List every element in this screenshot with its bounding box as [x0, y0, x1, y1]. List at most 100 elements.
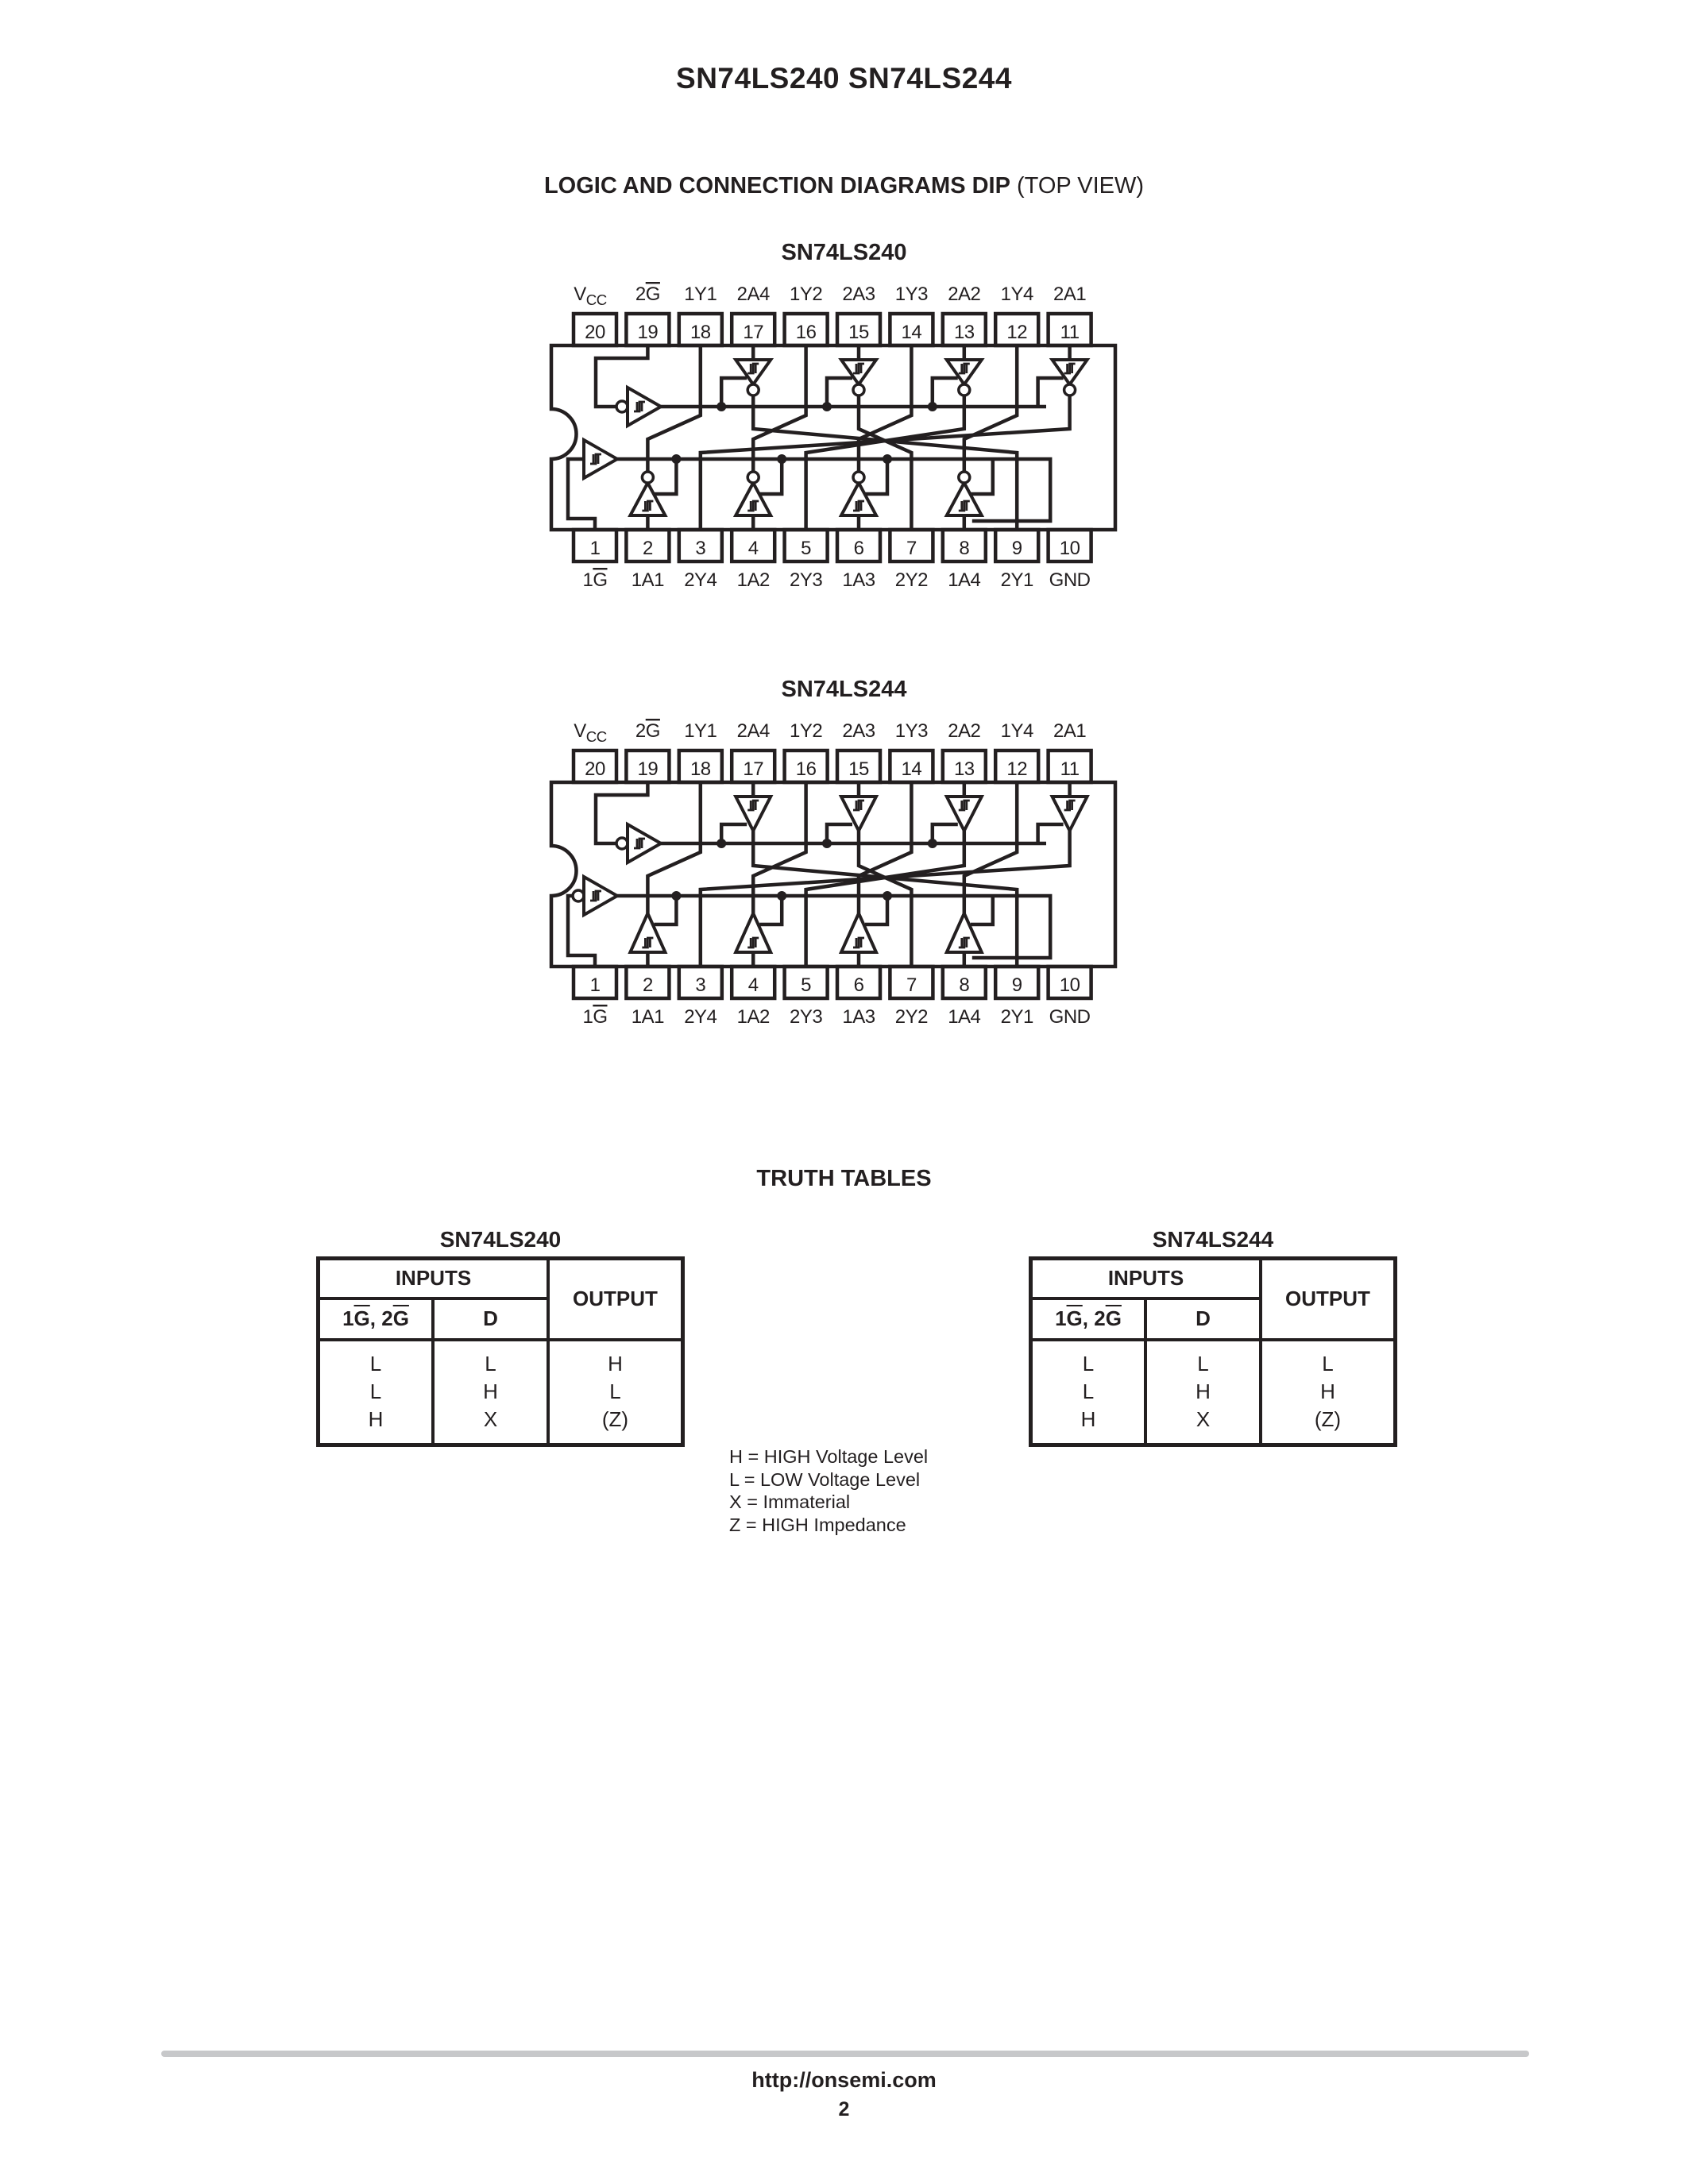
enable-tap [654, 896, 678, 927]
junction-dot [717, 839, 727, 848]
inversion-bubble-icon [615, 836, 629, 851]
buffer-output-wire [751, 782, 808, 913]
pin-number: 20 [585, 758, 605, 780]
junction-dot [822, 402, 832, 411]
lower-buffer-icon [628, 479, 668, 517]
pin-number: 17 [743, 322, 763, 343]
enable1-buffer-icon [582, 874, 621, 918]
enable2-buffer-icon [626, 384, 665, 429]
pin-number: 10 [1060, 974, 1080, 996]
pin-box-1 [571, 527, 619, 564]
pin-number: 13 [954, 322, 975, 343]
pin-number: 7 [906, 538, 917, 559]
truth-table-title-ls244: SN74LS244 [1152, 1227, 1274, 1252]
junction-dot [671, 454, 682, 464]
buffer-output-wire [962, 345, 1019, 472]
pin-label: GND [1049, 569, 1091, 591]
pin-label: 1Y2 [790, 720, 822, 742]
junction-dot [777, 891, 787, 901]
upper-buffer-icon [1049, 795, 1090, 835]
pin-label: 2A4 [737, 720, 770, 742]
enable-tap [654, 459, 678, 496]
pin-number: 8 [959, 974, 969, 996]
pin-number: 15 [848, 322, 869, 343]
truth-tables-title: TRUTH TABLES [756, 1166, 932, 1191]
connection-diagram-ls240: 20VCC192G181Y1172A4161Y2152A3141Y3132A21… [549, 284, 1118, 591]
schmitt-trigger-icon [853, 362, 864, 375]
pin-label: 1A2 [737, 1006, 770, 1028]
pin-box-13 [941, 748, 988, 785]
footer-url-link[interactable]: http://onsemi.com [751, 2068, 937, 2092]
pin-label: 2A2 [948, 720, 980, 742]
schmitt-trigger-icon [590, 453, 601, 465]
ic-body-outline [549, 343, 1118, 532]
data-column-header: D [1144, 1296, 1262, 1341]
pin-box-19 [624, 748, 671, 785]
pin-label: GND [1049, 1006, 1091, 1028]
pin-number: 1 [590, 974, 601, 996]
enable-tap [825, 376, 852, 407]
pin-number: 4 [748, 974, 759, 996]
schmitt-trigger-icon [642, 500, 654, 512]
pin-label: 1Y2 [790, 284, 822, 305]
output-header: OUTPUT [1259, 1256, 1397, 1341]
junction-dot [927, 402, 937, 411]
junction-dot [883, 454, 892, 464]
pin-label: 1Y4 [1001, 284, 1033, 305]
legend-item: X = Immaterial [729, 1491, 851, 1512]
pin-number: 8 [959, 538, 969, 559]
pin-number: 10 [1060, 538, 1080, 559]
pin-box-14 [888, 748, 935, 785]
enable2-wire [593, 782, 650, 846]
junction-dot [927, 839, 937, 848]
pin-box-3 [677, 527, 724, 564]
enable-column-header: 1G, 2G [1029, 1296, 1147, 1341]
inversion-bubble-icon [957, 383, 971, 397]
pin-box-8 [941, 964, 988, 1001]
buffer-output-wire [856, 782, 914, 913]
pin-number: 12 [1006, 322, 1027, 343]
pin-label: 2A2 [948, 284, 980, 305]
pin-label: 1A1 [632, 1006, 664, 1028]
pin-number: 16 [796, 322, 817, 343]
pin-number: 7 [906, 974, 917, 996]
pin-number: 18 [690, 758, 711, 780]
pin-label: 1A3 [842, 569, 875, 591]
pin-label: 1A1 [632, 569, 664, 591]
enable-tap [865, 896, 890, 927]
inputs-header: INPUTS [1029, 1256, 1262, 1300]
pin-box-10 [1046, 527, 1093, 564]
pin-box-3 [677, 964, 724, 1001]
pin-label: 2Y1 [1001, 569, 1033, 591]
pin-label: VCC [574, 720, 607, 745]
pin-number: 2 [643, 538, 653, 559]
pin-number: 20 [585, 322, 605, 343]
inversion-bubble-icon [957, 470, 971, 484]
pin-number: 6 [854, 538, 864, 559]
pin-number: 13 [954, 758, 975, 780]
pin-label: 1A3 [842, 1006, 875, 1028]
pin-box-5 [782, 527, 829, 564]
pin-label: 2Y3 [790, 569, 822, 591]
pin-box-5 [782, 964, 829, 1001]
pin-number: 19 [638, 322, 659, 343]
pin-number: 15 [848, 758, 869, 780]
pin-label: 1A4 [948, 1006, 980, 1028]
enable1-rail [617, 457, 1053, 523]
legend-item: L = LOW Voltage Level [729, 1468, 921, 1490]
pin-label: 2A1 [1053, 284, 1086, 305]
schmitt-trigger-icon [958, 799, 970, 812]
ic-body-outline [549, 780, 1118, 969]
enable-tap [759, 459, 784, 496]
pin-box-20 [571, 748, 619, 785]
enable-tap [759, 896, 784, 927]
enable-tap [865, 459, 890, 496]
pin-number: 6 [854, 974, 864, 996]
buffer-output-wire [698, 831, 1072, 967]
